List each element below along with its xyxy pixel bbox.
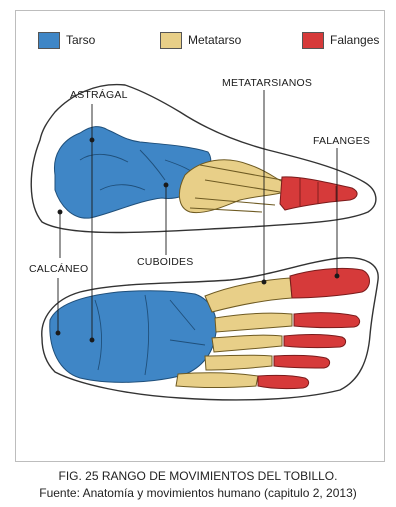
metatarsal-3 (212, 335, 282, 352)
figure-caption-source: Fuente: Anatomía y movimientos humano (c… (0, 486, 396, 500)
lateral-foot-view (31, 85, 376, 233)
label-cuboides: CUBOIDES (137, 256, 193, 268)
label-falanges: FALANGES (313, 135, 370, 147)
metatarsal-2 (215, 313, 292, 332)
metatarsal-1 (205, 278, 292, 312)
plantar-tarsus-bones (50, 291, 217, 383)
metatarsal-4 (205, 355, 272, 370)
leader-astragal-dot-bottom (90, 338, 94, 342)
figure-caption-title: FIG. 25 RANGO DE MOVIMIENTOS DEL TOBILLO… (0, 469, 396, 483)
leader-falanges-dot (335, 274, 339, 278)
leader-metatarsianos-dot (262, 280, 266, 284)
label-astragal: ASTRÁGAL (70, 88, 128, 101)
phalanx-3 (284, 335, 346, 348)
phalanx-1 (290, 268, 370, 298)
leader-cuboides-dot (164, 183, 168, 187)
leader-calcaneo-dot-lower (56, 331, 60, 335)
phalanx-4 (274, 355, 330, 368)
label-metatarsianos: METATARSIANOS (222, 77, 312, 89)
metatarsal-5 (176, 373, 258, 388)
phalanx-5 (258, 375, 309, 388)
leader-astragal-dot-top (90, 138, 94, 142)
phalanx-2 (294, 313, 360, 328)
label-calcaneo: CALCÁNEO (29, 262, 88, 275)
lateral-phalanges (280, 177, 357, 210)
leader-calcaneo-dot-upper (58, 210, 62, 214)
